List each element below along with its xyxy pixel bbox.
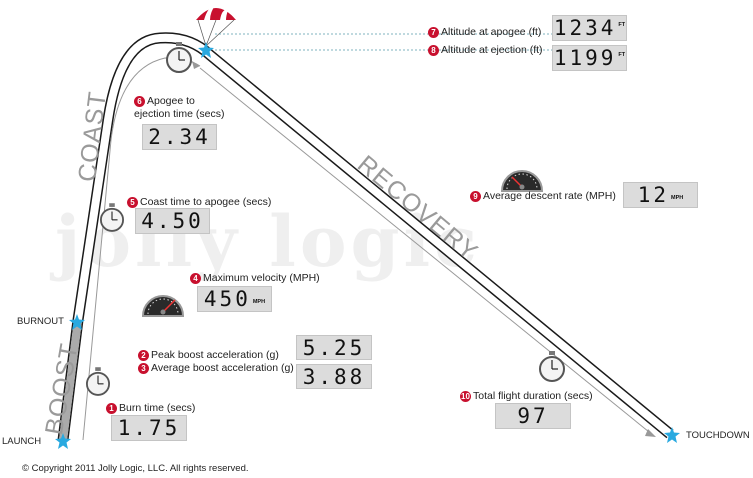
apogee-ejection-display: 2.34 — [142, 124, 217, 150]
launch-star-icon — [55, 433, 71, 449]
time-arrow-head-ascent — [192, 61, 200, 69]
ejection-star-icon — [198, 42, 214, 58]
avg-boost-display: 3.88 — [296, 364, 372, 389]
stopwatch-icon — [86, 367, 110, 396]
boost-segment — [59, 319, 82, 441]
touchdown-star-icon — [664, 427, 680, 443]
peak-boost-display: 5.25 — [296, 335, 372, 360]
speedometer-icon — [141, 295, 185, 317]
apogee-ejection-label-line2: ejection time (secs) — [134, 108, 225, 120]
time-arrow-descent — [199, 67, 655, 437]
copyright: © Copyright 2011 Jolly Logic, LLC. All r… — [22, 463, 249, 474]
flight-path-inner — [59, 33, 673, 441]
touchdown-label: TOUCHDOWN — [686, 430, 750, 441]
stopwatch-icon — [100, 203, 124, 232]
burnout-label: BURNOUT — [17, 316, 64, 327]
burnout-star-icon — [69, 314, 85, 330]
speedometer-icon — [500, 170, 544, 192]
coast-time-display: 4.50 — [135, 208, 210, 234]
launch-label: LAUNCH — [2, 436, 42, 447]
parachute-icon — [196, 4, 236, 47]
burn-time-display: 1.75 — [111, 415, 187, 441]
stopwatch-icon — [166, 42, 192, 73]
total-duration-display: 97 — [495, 403, 571, 429]
stopwatch-icon — [539, 351, 565, 382]
time-arrow-head-descent — [645, 429, 656, 437]
